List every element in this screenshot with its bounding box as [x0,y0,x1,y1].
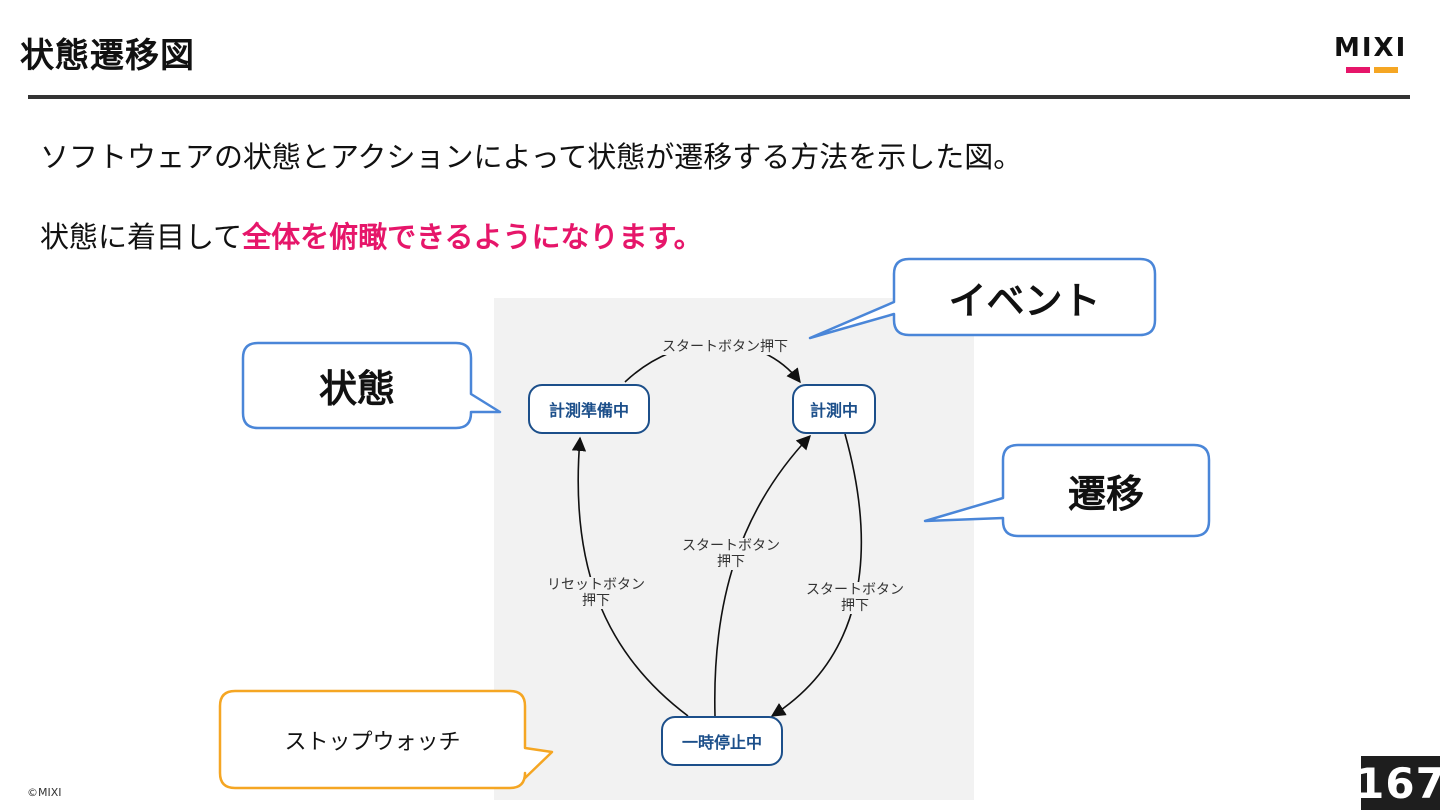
callout-transition-text: 遷移 [1067,472,1144,516]
edge-label-left-line1: リセットボタン [547,577,645,593]
callout-event-box [808,257,1157,340]
edge-label-center-line1: スタートボタン [682,538,780,554]
callout-stopwatch-box [218,689,554,790]
callout-state-text: 状態 [318,367,395,411]
header-divider [28,95,1410,99]
callout-transition-box [923,443,1211,538]
mixi-logo: MIXI [1334,34,1412,74]
description-line: ソフトウェアの状態とアクションによって状態が遷移する方法を示した図。 [40,140,1023,174]
state-node-paused: 一時停止中 [661,716,783,766]
state-node-preparing: 計測準備中 [528,384,650,434]
logo-text: MIXI [1334,33,1408,63]
emphasis-line: 状態に着目して全体を俯瞰できるようになります。 [40,214,703,256]
edge-label-left: リセットボタン 押下 [531,577,661,609]
callout-stopwatch-text: ストップウォッチ [284,729,461,755]
copyright: ©MIXI [27,786,62,799]
logo-bar-pink [1346,67,1370,73]
edge-label-center-line2: 押下 [717,554,745,570]
edge-label-right-line2: 押下 [841,598,869,614]
emphasis-highlight: 全体を俯瞰できるようになります。 [242,220,703,254]
edge-label-center: スタートボタン 押下 [666,538,796,570]
emphasis-plain: 状態に着目して [40,220,243,254]
edge-label-right-line1: スタートボタン [806,582,904,598]
edge-label-right: スタートボタン 押下 [790,582,920,614]
state-node-measuring: 計測中 [792,384,876,434]
callout-state-box [241,341,502,430]
edge-label-top: スタートボタン押下 [650,339,800,355]
callout-event-text: イベント [948,278,1101,323]
page-title: 状態遷移図 [20,36,195,76]
logo-bars [1346,67,1400,73]
edge-measuring-to-paused [770,433,863,717]
logo-bar-orange [1374,67,1398,73]
edge-label-left-line2: 押下 [582,593,610,609]
edge-paused-to-measuring [713,434,811,717]
page-number: 167 [1355,756,1440,810]
